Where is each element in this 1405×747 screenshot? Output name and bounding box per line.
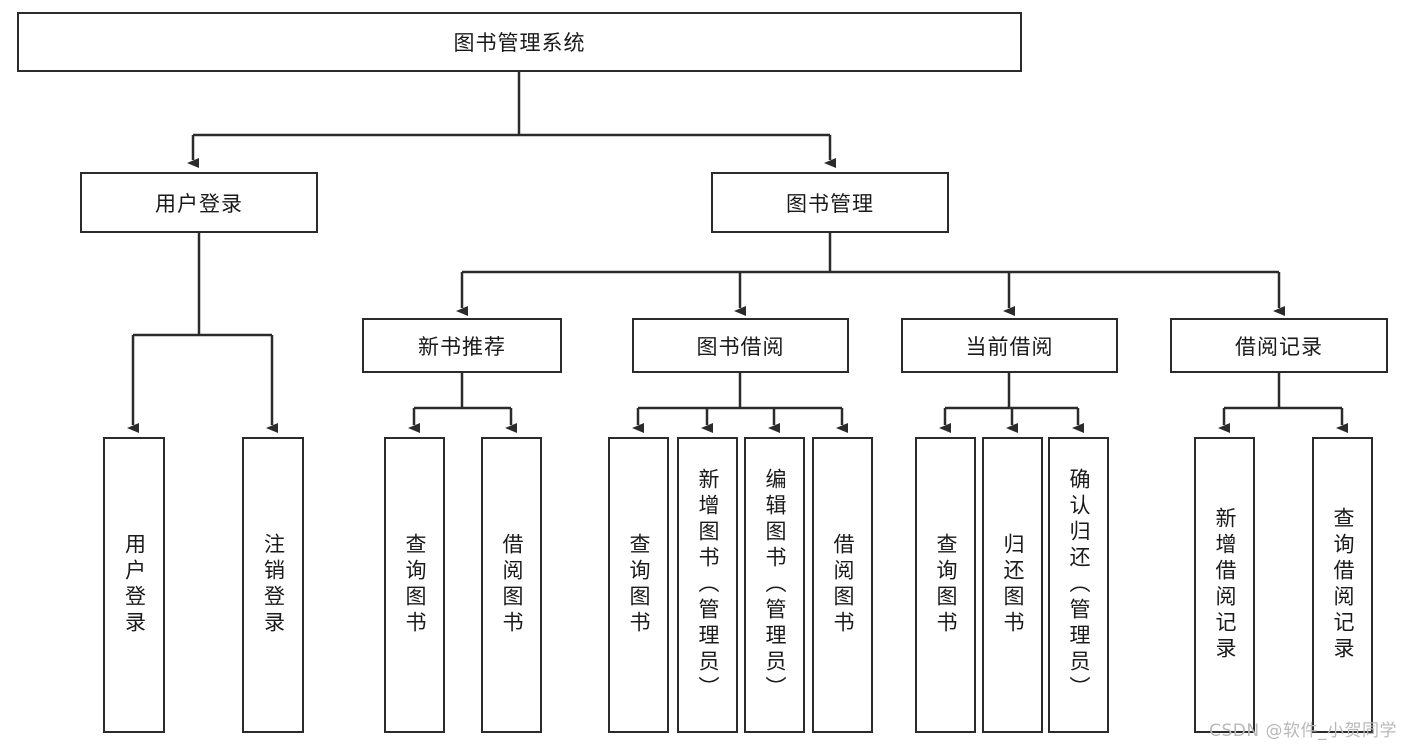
node-label: 查询图书 xyxy=(934,533,958,637)
node-new-book-recommend[interactable]: 新书推荐 xyxy=(362,318,562,373)
node-label: 用户登录 xyxy=(155,191,243,216)
leaf-current-return-book[interactable]: 归还图书 xyxy=(982,437,1043,733)
node-label: 借阅图书 xyxy=(500,533,524,637)
leaf-recommend-borrow-book[interactable]: 借阅图书 xyxy=(481,437,542,733)
leaf-record-add-record[interactable]: 新增借阅记录 xyxy=(1194,437,1255,733)
node-label: 用户登录 xyxy=(122,533,147,637)
leaf-current-confirm-return-admin[interactable]: 确认归还（管理员） xyxy=(1048,437,1109,733)
node-label: 借阅图书 xyxy=(831,533,855,637)
node-root-book-management-system[interactable]: 图书管理系统 xyxy=(17,12,1022,72)
leaf-user-login-login[interactable]: 用户登录 xyxy=(103,437,165,733)
node-label: 新增图书（管理员） xyxy=(696,468,720,702)
node-label: 借阅记录 xyxy=(1235,334,1323,359)
node-borrow-record[interactable]: 借阅记录 xyxy=(1170,318,1388,373)
node-label: 新增借阅记录 xyxy=(1213,507,1237,663)
node-current-borrow[interactable]: 当前借阅 xyxy=(901,318,1118,373)
node-book-management[interactable]: 图书管理 xyxy=(711,172,949,233)
node-label: 查询图书 xyxy=(403,533,427,637)
node-book-borrow[interactable]: 图书借阅 xyxy=(632,318,849,373)
leaf-current-query-book[interactable]: 查询图书 xyxy=(915,437,976,733)
node-label: 图书管理系统 xyxy=(453,31,586,55)
node-label: 图书借阅 xyxy=(696,334,785,359)
leaf-borrow-query-book[interactable]: 查询图书 xyxy=(608,437,669,733)
node-label: 归还图书 xyxy=(1001,533,1025,637)
leaf-borrow-borrow-book[interactable]: 借阅图书 xyxy=(812,437,873,733)
leaf-recommend-query-book[interactable]: 查询图书 xyxy=(384,437,445,733)
node-label: 确认归还（管理员） xyxy=(1067,468,1091,702)
node-label: 查询图书 xyxy=(627,533,651,637)
leaf-record-query-record[interactable]: 查询借阅记录 xyxy=(1312,437,1373,733)
leaf-borrow-add-book-admin[interactable]: 新增图书（管理员） xyxy=(677,437,738,733)
node-label: 编辑图书（管理员） xyxy=(763,468,787,702)
node-label: 当前借阅 xyxy=(965,334,1054,359)
node-label: 查询借阅记录 xyxy=(1331,507,1355,663)
leaf-borrow-edit-book-admin[interactable]: 编辑图书（管理员） xyxy=(744,437,805,733)
watermark-text: CSDN @软件_小贺同学 xyxy=(1209,721,1397,741)
node-user-login[interactable]: 用户登录 xyxy=(80,172,318,233)
node-label: 图书管理 xyxy=(786,191,874,216)
node-label: 新书推荐 xyxy=(418,334,506,359)
leaf-user-login-logout[interactable]: 注销登录 xyxy=(242,437,304,733)
node-label: 注销登录 xyxy=(261,533,286,637)
